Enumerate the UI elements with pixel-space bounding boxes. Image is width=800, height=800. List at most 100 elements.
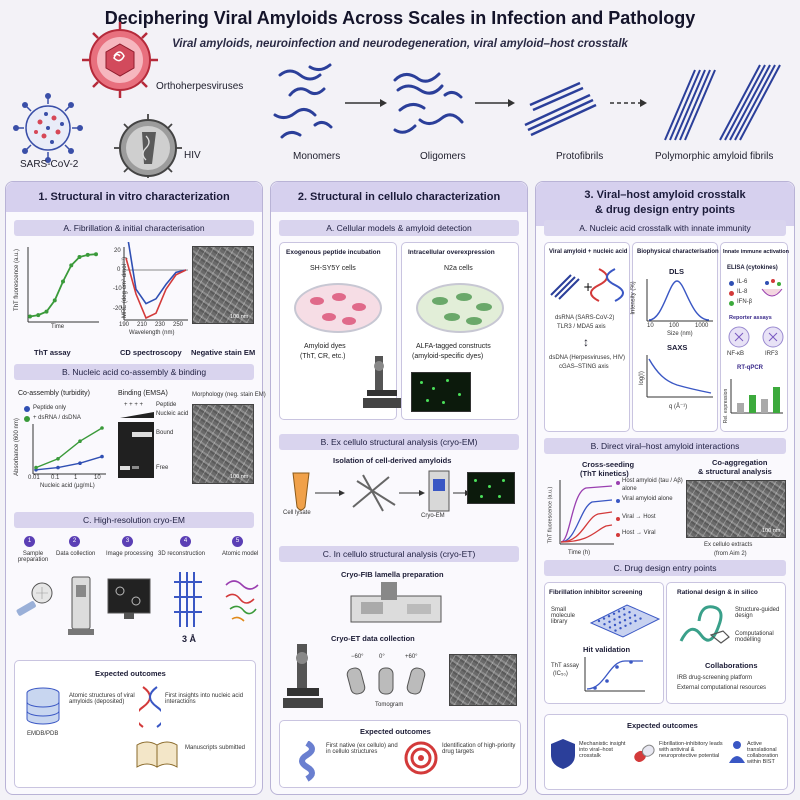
step-2-badge: 2 (69, 536, 80, 547)
rtqpcr-chart (730, 379, 783, 414)
density-map-icon (174, 572, 202, 627)
collab-1: IRB drug-screening platform (677, 675, 753, 681)
outcomes-title: Expected outcomes (627, 721, 698, 730)
tht-xlabel: Time (51, 324, 65, 330)
absorbance-point (56, 465, 60, 470)
outcomes-box-2: Expected outcomes First native (ex cellu… (279, 720, 521, 788)
axis2b: cGAS–STING axis (559, 364, 609, 370)
absorbance-point (56, 457, 60, 461)
outcome-1-db: EMDB/PDB (27, 731, 59, 737)
cd-xlabel: Wavelength (nm) (129, 330, 175, 336)
absorbance-point (78, 461, 82, 465)
hit-title: Hit validation (583, 645, 631, 654)
tht-point (28, 314, 32, 319)
cd-tick-x2: 230 (155, 322, 166, 328)
outcome-1: Atomic structures of viral amyloids (dep… (69, 693, 135, 705)
plate-well (607, 615, 611, 618)
database-icon (26, 687, 60, 725)
elisa-label: ELISA (cytokines) (727, 265, 778, 271)
amyloid-dna-icon: + (550, 268, 624, 302)
legend-swatch-viral (616, 499, 620, 503)
column-in-cellulo: 2. Structural in cellulo characterizatio… (270, 181, 528, 795)
et-title: Cryo-ET data collection (331, 634, 415, 643)
saxs-ylabel: log(I) (638, 371, 645, 385)
tht-point (44, 309, 49, 314)
column-header-line-1: 3. Viral–host amyloid crosstalk (584, 189, 746, 201)
reporter-icons (728, 326, 784, 348)
rel-expr-label: Rel. expression (723, 388, 730, 424)
morph-title: Morphology (neg. stain EM) (192, 392, 266, 398)
cd-caption: CD spectroscopy (120, 348, 182, 357)
dls-tick-0: 10 (647, 323, 654, 329)
cryoem-label: Cryo-EM (421, 513, 445, 519)
coag-title-2: & structural analysis (698, 467, 772, 476)
sars-cov-2-icon (13, 93, 83, 163)
coassembly-title: Co-assembly (turbidity) (18, 390, 90, 397)
resolution-label: 3 Å (182, 634, 197, 644)
fibril-structure-icon (299, 741, 315, 782)
rational-title: Rational design & in silico (677, 589, 758, 596)
absorbance-point (78, 439, 82, 443)
rational-1: Structure-guided design (735, 607, 780, 619)
petri-dish-icon (416, 283, 504, 333)
plate-well (633, 614, 637, 617)
page-subtitle: Viral amyloids, neuroinfection and neuro… (172, 38, 628, 50)
iso-title: Isolation of cell-derived amyloids (333, 456, 452, 465)
target-icon (404, 741, 438, 775)
legend-swatch-host (616, 481, 620, 485)
legend-host-2: alone (622, 486, 637, 492)
protein-structure-icon (679, 605, 730, 644)
abs-xlabel: Nucleic acid (µg/mL) (40, 483, 95, 489)
section-nucleic-acid: B. Nucleic acid co-assembly & binding (14, 364, 254, 380)
plate-well (597, 619, 601, 623)
il8-swatch (729, 291, 734, 296)
fib-instrument-icon (350, 582, 442, 623)
monitor-icon (107, 578, 151, 619)
abs-ylabel: Absorbance (600 nm) (13, 418, 20, 476)
step-4-label: 3D reconstruction (158, 551, 206, 557)
column-header: 1. Structural in vitro characterization (6, 182, 262, 212)
plate-well (602, 617, 606, 620)
exo-dyes-1: Amyloid dyes (304, 343, 346, 350)
dls-label: DLS (669, 267, 684, 276)
pipette-icon (16, 582, 53, 616)
section-cellular-models: A. Cellular models & amyloid detection (279, 220, 519, 236)
tomogram-label: Tomogram (375, 702, 404, 708)
intra-construct-1: ALFA-tagged constructs (416, 343, 491, 350)
plate-well (622, 607, 626, 611)
innate-box: Innate immune activation ELISA (cytokine… (720, 242, 789, 432)
plate-well (623, 613, 626, 616)
step-1-label: Sample preparation (17, 551, 49, 563)
morph-scale-bar: 100 nm (230, 474, 249, 480)
outcome-2: Identification of high-priority drug tar… (442, 743, 516, 755)
aggregation-pathway (273, 63, 781, 141)
va-title: Viral amyloid + nucleic acid (549, 249, 628, 255)
cd-tick-y2: -10 (113, 286, 122, 292)
tht-point (61, 279, 65, 284)
isolation-workflow (292, 470, 471, 512)
section-ex-cellulo: B. Ex cellulo structural analysis (cryo-… (279, 434, 519, 450)
bio-title: Biophysical characterisation (637, 249, 719, 255)
column-header: 2. Structural in cellulo characterizatio… (271, 182, 527, 212)
dls-tick-2: 1000 (695, 323, 709, 329)
stage-monomers: Monomers (293, 151, 341, 162)
outcome-2: Fibrillation-inhibitory leads with antiv… (659, 741, 723, 759)
legend-v2h: Viral → Host (622, 514, 656, 520)
plate-well (608, 620, 611, 623)
negative-stain-em-image (192, 246, 254, 324)
screening-box: Fibrillation inhibitor screening Small m… (544, 582, 664, 704)
outcome-1: First native (ex cellulo) and in cellulo… (326, 743, 398, 755)
step-3-badge: 3 (122, 536, 133, 547)
coaggregation-em-image (686, 480, 786, 538)
abs-tick-x0: 0.01 (28, 475, 40, 481)
exo-dyes-2: (ThT, CR, etc.) (300, 353, 346, 360)
dls-tick-1: 100 (669, 323, 680, 329)
virus-illustrations (13, 22, 182, 178)
plate-well (619, 627, 622, 630)
legend-viral: Viral amyloid alone (622, 496, 673, 502)
collab-title: Collaborations (705, 661, 758, 670)
emsa-title: Binding (EMSA) (118, 390, 168, 397)
hit-ylabel-2: (IC₅₀) (553, 671, 568, 677)
stage-protofibrils: Protofibrils (556, 151, 604, 162)
sml-label: Small molecule library (551, 607, 576, 625)
